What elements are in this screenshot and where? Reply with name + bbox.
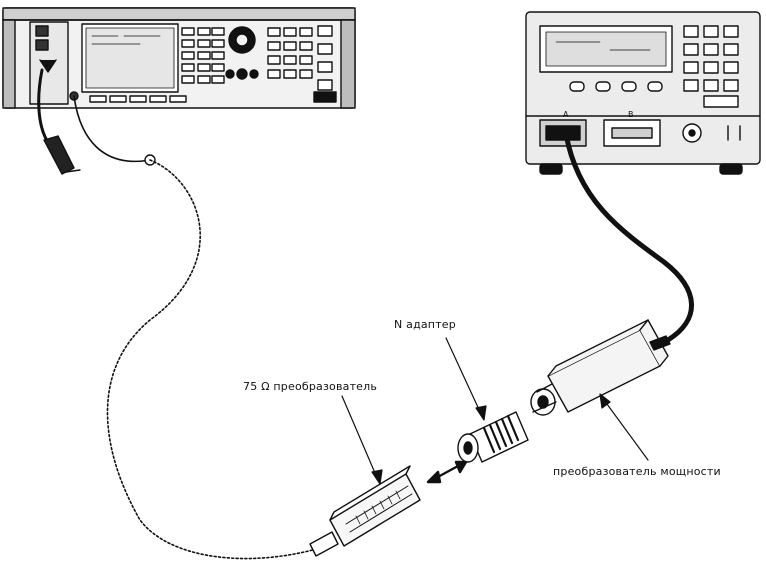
connect-arrow — [426, 460, 468, 484]
sensor-75-ohm-label: 75 Ω преобразователь — [243, 380, 378, 393]
sensor-cable-75-ohm — [106, 159, 321, 560]
generator-rf-cable — [73, 95, 151, 163]
channel-b-label: B — [628, 110, 634, 119]
power-sensor — [530, 319, 671, 416]
signal-generator — [2, 7, 356, 109]
power-sensor-label: преобразователь мощности — [553, 465, 721, 478]
n-adapter — [457, 411, 529, 463]
power-meter — [525, 11, 761, 175]
bnc-connector — [43, 135, 156, 175]
n-adapter-label: N адаптер — [394, 318, 456, 331]
power-sensor-cable — [563, 131, 694, 343]
callout-arrows — [341, 337, 649, 485]
channel-a-label: A — [563, 110, 569, 119]
sensor-75-ohm — [309, 465, 421, 557]
